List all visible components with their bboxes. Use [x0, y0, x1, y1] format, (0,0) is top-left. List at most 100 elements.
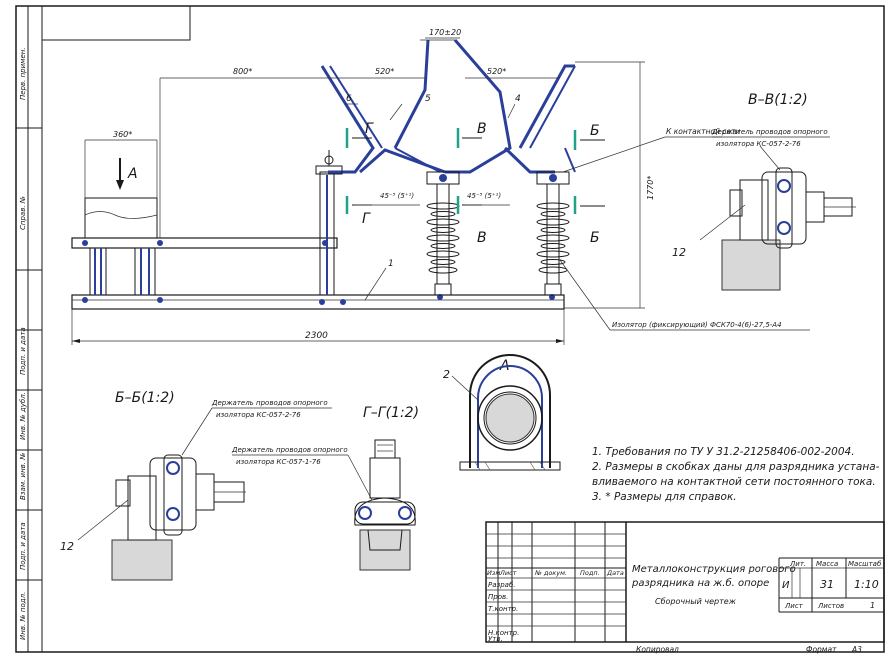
clamp-bracket	[469, 354, 551, 468]
title-block-row: Пров.	[488, 593, 508, 601]
view-arrow-label: А	[127, 166, 138, 182]
bolt	[322, 240, 328, 246]
format-label: Формат	[806, 645, 837, 654]
title-block-row: Т.контр.	[488, 605, 518, 613]
side-stamp-label: Инв. № подл.	[19, 592, 27, 640]
title-block-header: Листов	[817, 602, 844, 610]
insulator-label: Изолятор (фиксирующий) ФСК70-4(6)-27,5-А…	[612, 321, 782, 329]
dimension: 170±20	[429, 28, 461, 37]
side-stamp-label: Подп. и дата	[19, 522, 27, 570]
holder-label: изолятора КС-057-2-76	[216, 411, 301, 419]
cut-label: В	[477, 230, 487, 246]
support-pipe	[84, 197, 158, 239]
dimension: 45⁻⁵ (5⁺¹)	[467, 192, 501, 200]
mid-post	[134, 247, 156, 296]
bolt	[319, 299, 325, 305]
horn-right	[518, 64, 575, 149]
note-line: 2. Размеры в скобках даны для разрядника…	[592, 461, 880, 473]
title-block-header: Масса	[816, 560, 838, 568]
section-title: Б–Б(1:2)	[115, 390, 175, 406]
dimension: 2300	[305, 331, 328, 341]
section-title: В–В(1:2)	[748, 92, 808, 108]
section-bb: Б–Б(1:2) Держатель проводов опорного изо…	[60, 390, 332, 581]
note-line: 3. * Размеры для справок.	[592, 491, 737, 503]
position-number: 12	[672, 246, 686, 259]
upper-beam	[71, 237, 338, 249]
title-block-header: Дата	[606, 569, 624, 577]
holder-label: Держатель проводов опорного	[231, 446, 348, 454]
bolt	[82, 240, 88, 246]
cut-label: Г	[362, 211, 371, 227]
bolt	[157, 297, 163, 303]
letter-value: И	[782, 580, 790, 591]
scale-value: 1:10	[854, 578, 879, 591]
title-block: Изм Лист № докум. Подп. Дата Разраб. Про…	[485, 521, 885, 654]
top-left-stamp-box	[41, 5, 191, 41]
title-block-header: Изм	[487, 569, 500, 577]
dimension: 1770*	[646, 176, 655, 200]
cut-label: В	[477, 121, 487, 137]
note-line: вливаемого на контактной сети постоянног…	[592, 476, 876, 488]
insulator-body	[111, 539, 173, 581]
holder-label: изолятора КС-057-2-76	[716, 140, 801, 148]
position-number: 1	[388, 259, 394, 269]
title-block-header: Масштаб	[848, 560, 882, 568]
bolt	[82, 297, 88, 303]
bolt	[157, 240, 163, 246]
horn-right-bottom	[503, 146, 555, 174]
base-beam	[71, 294, 565, 310]
side-stamp-label: Подп. и дата	[19, 327, 27, 375]
pipe-section	[477, 385, 543, 451]
position-number: 5	[425, 94, 431, 104]
dimension: 45⁻⁵ (5⁺¹)	[380, 192, 414, 200]
title-block-row: Утв.	[488, 635, 503, 643]
document-type: Сборочный чертеж	[655, 597, 737, 606]
side-stamp: Перв. примен. Справ. № Подп. и дата Инв.…	[16, 6, 43, 652]
note-line: 1. Требования по ТУ У 31.2-21258406-002-…	[592, 446, 855, 458]
title-block-row: Разраб.	[488, 581, 516, 589]
bolt	[340, 299, 346, 305]
holder-label: Держатель проводов опорного	[711, 128, 828, 136]
cut-label: Б	[590, 230, 600, 246]
contact-network-label: К контактной сети	[666, 127, 740, 136]
holder-label: изолятора КС-057-1-76	[236, 458, 321, 466]
main-view: А	[71, 28, 810, 345]
mass-value: 31	[820, 578, 834, 591]
insulator-center	[426, 183, 460, 296]
title-block-header: Лист	[499, 569, 517, 577]
sheets-value: 1	[870, 601, 875, 610]
left-post	[89, 247, 107, 296]
position-number: 4	[515, 94, 521, 104]
drawing-title: разрядника на ж.б. опоре	[631, 577, 769, 589]
cut-label: Б	[590, 123, 600, 139]
section-gg: Г–Г(1:2) Держатель проводов опорного изо…	[231, 405, 419, 571]
position-number: 12	[60, 540, 74, 553]
dimension: 360*	[113, 130, 132, 139]
dimension: 520*	[375, 67, 394, 76]
section-title: Г–Г(1:2)	[363, 405, 419, 421]
title-block-header: Подп.	[580, 569, 600, 577]
cut-label: Г	[365, 121, 374, 137]
format-value: А3	[851, 645, 862, 654]
holder-label: Держатель проводов опорного	[211, 399, 328, 407]
side-stamp-label: Взам. инв. №	[19, 452, 27, 500]
dimension: 800*	[233, 67, 252, 76]
dimension: 520*	[487, 67, 506, 76]
outer-frame	[15, 5, 885, 653]
view-a: А 2	[443, 354, 561, 471]
position-number: 2	[443, 368, 450, 381]
title-block-header: Лист	[784, 602, 804, 610]
copied-label: Копировал	[636, 645, 679, 654]
horn-center-right	[445, 39, 512, 174]
section-vv: В–В(1:2) Держатель проводов опорного изо…	[672, 92, 856, 291]
base-plate	[459, 461, 561, 471]
technical-notes: 1. Требования по ТУ У 31.2-21258406-002-…	[592, 446, 880, 503]
insulator-body	[721, 239, 781, 291]
position-number: 6	[346, 94, 352, 104]
title-block-header: № докум.	[534, 569, 567, 577]
title-block-row: Н.контр.	[488, 629, 519, 637]
drawing-title: Металлоконструкция рогового	[632, 564, 796, 575]
side-stamp-label: Инв. № дубл.	[19, 392, 27, 440]
